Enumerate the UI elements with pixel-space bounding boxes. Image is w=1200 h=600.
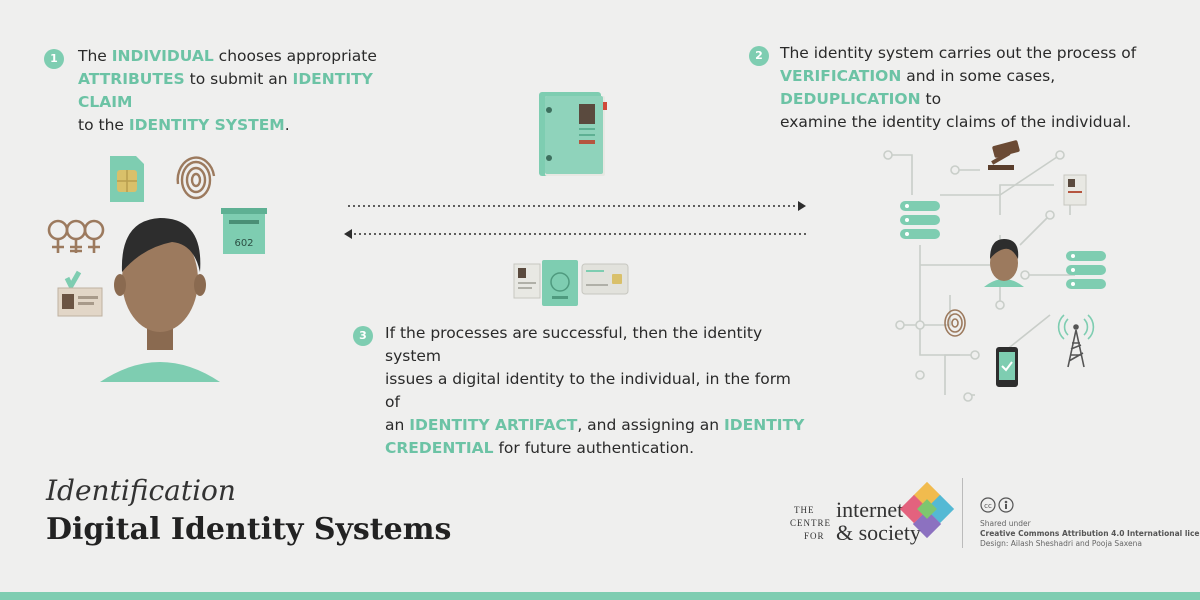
page-subtitle: Identification <box>46 474 236 507</box>
id-card-icon <box>58 272 102 316</box>
page-title: Digital Identity Systems <box>46 512 451 547</box>
svg-text:cc: cc <box>984 502 992 510</box>
identity-document-icon <box>537 92 609 178</box>
server-icon <box>900 201 940 239</box>
identity-artifacts-icon <box>512 258 632 308</box>
gender-symbols-icon <box>49 221 103 253</box>
kw-identity: IDENTITY <box>724 416 804 434</box>
mobile-phone-icon <box>996 347 1018 387</box>
kw-credential: CREDENTIAL <box>385 439 494 457</box>
identity-system-network <box>880 135 1120 415</box>
claim-arrow <box>348 200 808 212</box>
org-for: FOR <box>804 531 825 541</box>
gavel-icon <box>988 140 1020 170</box>
logo-divider <box>962 478 963 548</box>
step-3-text: If the processes are successful, then th… <box>385 322 805 460</box>
network-links <box>888 155 1075 395</box>
id-card-icon-small <box>1064 175 1086 205</box>
license-line-2: Creative Commons Attribution 4.0 Interna… <box>980 529 1200 538</box>
fingerprint-icon-small <box>945 310 965 336</box>
kw-individual: INDIVIDUAL <box>112 47 214 65</box>
mailbox-number: 602 <box>234 238 253 249</box>
bottom-accent-bar <box>0 592 1200 600</box>
kw-deduplication: DEDUPLICATION <box>780 90 921 108</box>
response-arrow <box>344 228 808 240</box>
server-icon-secondary <box>1066 251 1106 289</box>
step-2-number: 2 <box>749 46 769 66</box>
step-2-text: The identity system carries out the proc… <box>780 42 1170 134</box>
org-logo-icon <box>900 484 954 538</box>
cell-tower-icon <box>1059 315 1094 367</box>
step-1-number: 1 <box>44 49 64 69</box>
individual-avatar-small <box>984 239 1024 287</box>
kw-identity-artifact: IDENTITY ARTIFACT <box>409 416 577 434</box>
step-3-number: 3 <box>353 326 373 346</box>
license-line-1: Shared under <box>980 519 1031 528</box>
step-1-text: The INDIVIDUAL chooses appropriate ATTRI… <box>78 45 408 137</box>
kw-identity-system: IDENTITY SYSTEM <box>129 116 285 134</box>
cc-icon: cc <box>980 497 1016 513</box>
mailbox-icon: 602 <box>221 208 267 254</box>
license-line-3: Design: Ailash Sheshadri and Pooja Saxen… <box>980 539 1142 548</box>
individual-illustration: 602 <box>40 150 280 390</box>
sim-card-icon <box>110 156 144 202</box>
fingerprint-icon <box>178 158 214 198</box>
org-the: THE <box>794 505 815 515</box>
individual-avatar <box>100 218 220 382</box>
kw-attributes: ATTRIBUTES <box>78 70 185 88</box>
kw-verification: VERIFICATION <box>780 67 901 85</box>
org-centre: CENTRE <box>790 518 831 528</box>
